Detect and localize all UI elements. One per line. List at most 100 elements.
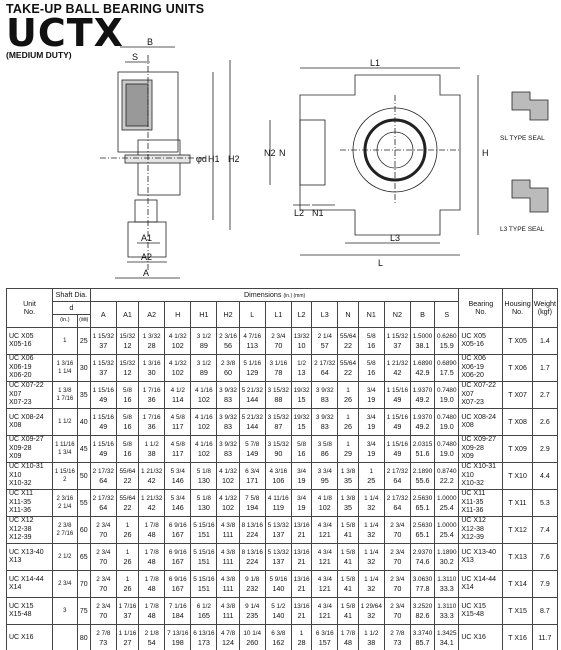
cell-weight: 8.7 [531,597,559,625]
th-col-b: B [409,301,436,328]
cell-mm: 35 [76,381,91,409]
cell-weight: 2.6 [531,408,559,436]
th-inch: (in.) [52,314,78,328]
cell-housing: T X07 [502,381,533,409]
cell-housing: T X08 [502,408,533,436]
label-N2: N2 [264,148,276,158]
cell-mm: 30 [76,354,91,382]
seal-details [511,91,549,213]
header: TAKE-UP BALL BEARING UNITS UCTX (MEDIUM … [6,2,204,60]
cell-housing: T X10 [502,462,533,490]
cell-weight: 4.4 [531,462,559,490]
th-col-l2: L2 [290,301,313,328]
header-line: TAKE-UP BALL BEARING UNITS [6,2,205,16]
th-col-h2: H2 [216,301,240,328]
cell-mm: 70 [76,570,91,598]
label-H: H [482,148,489,158]
label-A2: A2 [141,252,152,262]
cell-housing: T X11 [502,489,533,517]
cell-housing: T X16 [502,624,533,650]
label-L2: L2 [294,208,304,218]
cell-weight: 11.7 [531,624,559,650]
cell-inch [52,624,78,650]
th-col-l: L [238,301,266,328]
th-col-s: S [434,301,460,328]
th-col-l3: L3 [311,301,339,328]
cell-housing: T X13 [502,543,533,571]
th-d: d [52,301,91,315]
cell-weight: 7.4 [531,516,559,544]
cell-weight: 2.9 [531,435,559,463]
th-col-h: H [164,301,192,328]
label-L1: L1 [370,58,380,68]
cell-weight: 2.7 [531,381,559,409]
